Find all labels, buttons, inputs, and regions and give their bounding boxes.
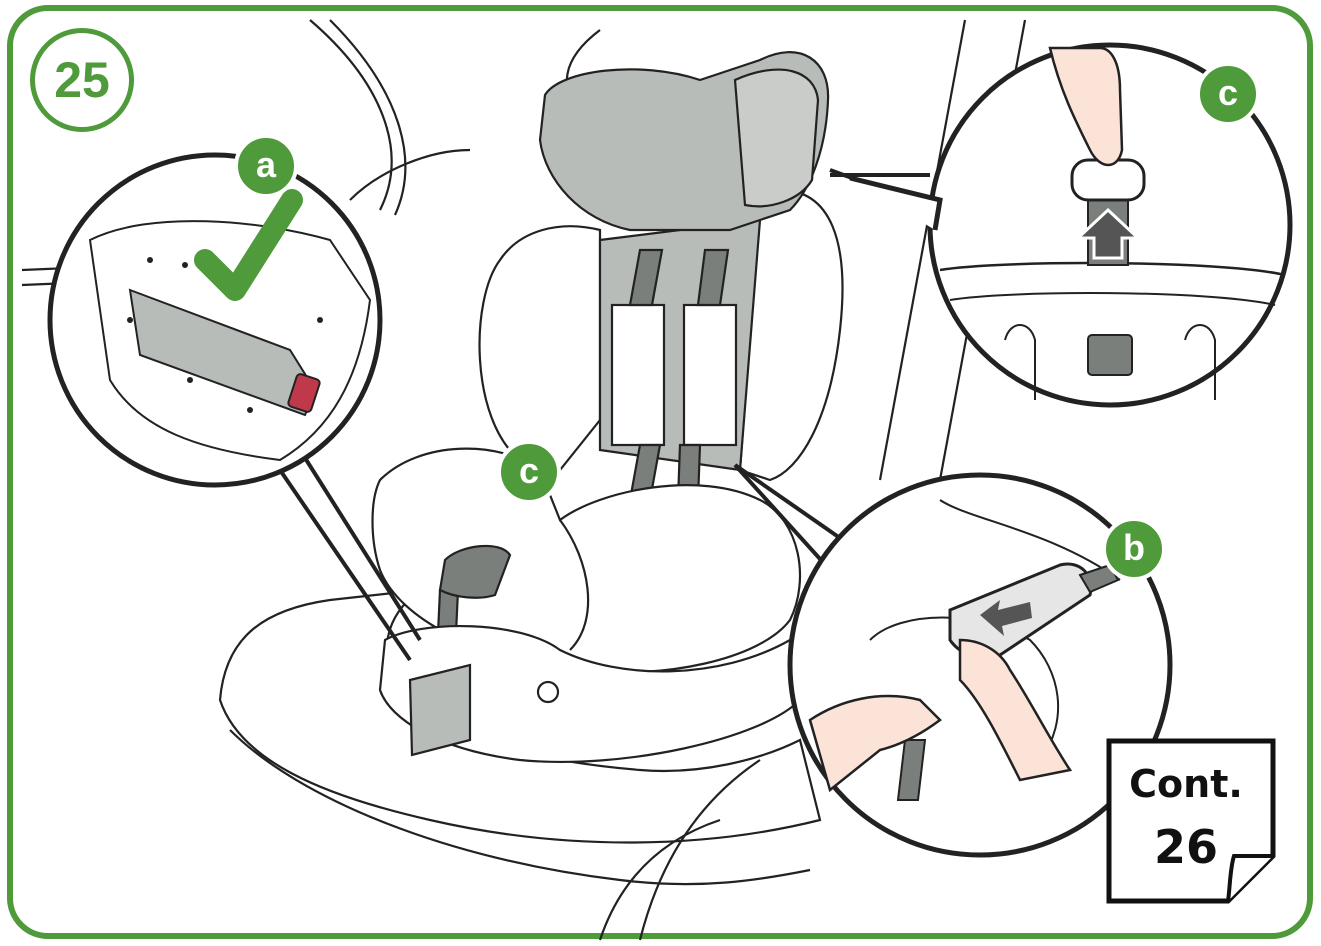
continue-label: Cont. bbox=[1129, 762, 1243, 806]
arrow-up-icon bbox=[1074, 207, 1142, 260]
continue-note: Cont. 26 bbox=[1106, 738, 1276, 904]
continue-step-number: 26 bbox=[1153, 820, 1218, 874]
callout-a-badge: a bbox=[234, 134, 298, 198]
step-number-badge: 25 bbox=[30, 28, 134, 132]
child-car-seat bbox=[371, 51, 844, 763]
checkmark-icon bbox=[194, 189, 303, 301]
circle-tail bbox=[849, 175, 943, 231]
arrow-pull-icon bbox=[980, 600, 1032, 636]
callout-c-top-badge: c bbox=[1196, 62, 1260, 126]
detail-circle-c bbox=[927, 42, 1293, 408]
zoom-pointers bbox=[278, 168, 941, 662]
callout-c-seat-badge: c bbox=[497, 440, 561, 504]
detail-circle-a bbox=[47, 152, 383, 488]
page-corner-icon bbox=[1106, 738, 1276, 904]
callout-b-badge: b bbox=[1102, 517, 1166, 581]
detail-circle-b bbox=[787, 472, 1173, 858]
